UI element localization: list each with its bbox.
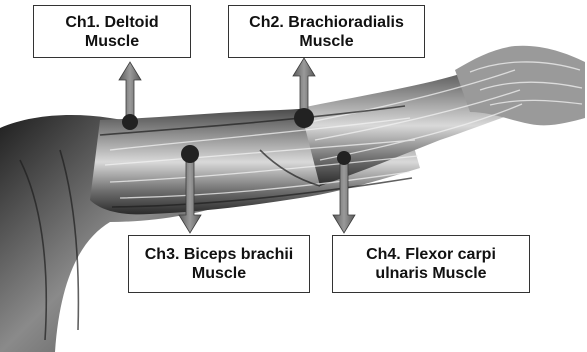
ch1-arrow <box>119 62 141 120</box>
ch3-label-line1: Ch3. Biceps brachii <box>145 245 294 264</box>
ch3-electrode <box>181 145 199 163</box>
ch2-arrow <box>293 58 315 110</box>
ch2-label-line1: Ch2. Brachioradialis <box>249 13 404 32</box>
ch2-brachioradialis-label: Ch2. Brachioradialis Muscle <box>228 5 425 58</box>
ch1-label-line2: Muscle <box>85 32 139 51</box>
ch4-label-line2: ulnaris Muscle <box>375 264 486 283</box>
ch4-label-line1: Ch4. Flexor carpi <box>366 245 496 264</box>
ch4-flexor-label: Ch4. Flexor carpi ulnaris Muscle <box>332 235 530 293</box>
ch4-electrode <box>337 151 351 165</box>
ch3-biceps-label: Ch3. Biceps brachii Muscle <box>128 235 310 293</box>
ch1-electrode <box>122 114 138 130</box>
ch3-label-line2: Muscle <box>192 264 246 283</box>
ch2-label-line2: Muscle <box>299 32 353 51</box>
ch2-electrode <box>294 108 314 128</box>
ch1-label-line1: Ch1. Deltoid <box>65 13 158 32</box>
ch1-deltoid-label: Ch1. Deltoid Muscle <box>33 5 191 58</box>
